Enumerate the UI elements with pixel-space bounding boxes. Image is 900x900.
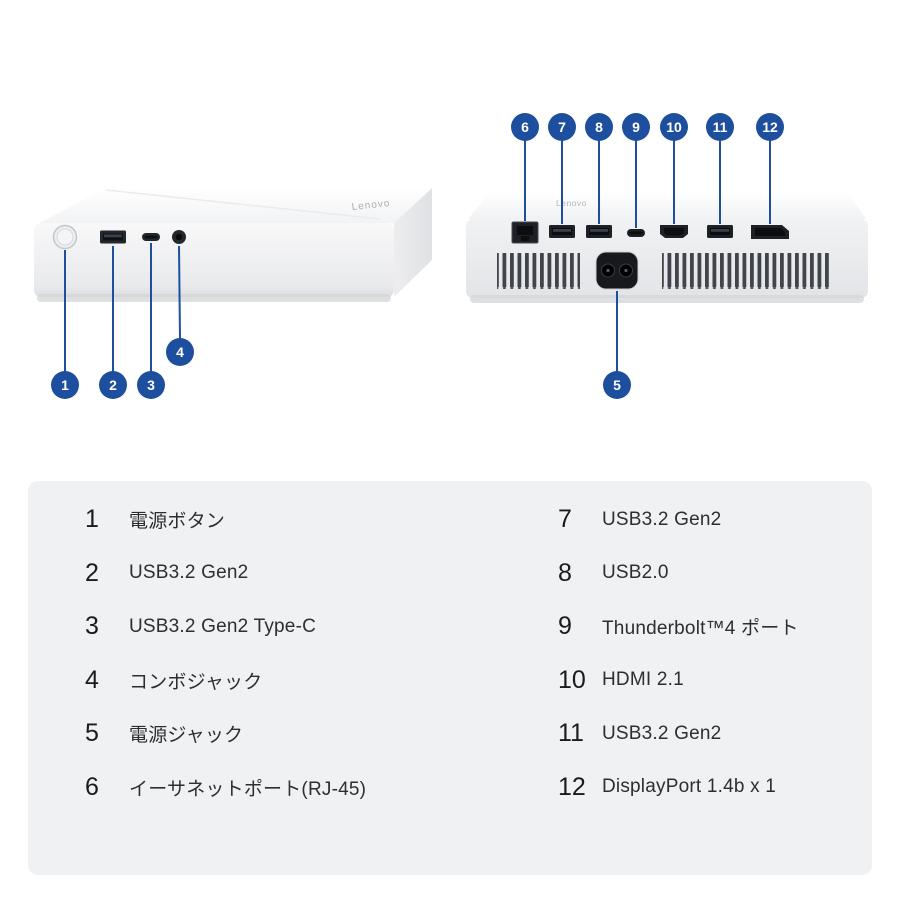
- legend-item-number: 11: [558, 719, 584, 748]
- legend-item-label: USB3.2 Gen2 Type-C: [129, 615, 317, 637]
- usb-c-port-front-slot: [144, 235, 158, 239]
- legend-column-right: 7 USB3.2 Gen2 8 USB2.0 9 Thunderbolt™4 ポ…: [450, 493, 872, 875]
- legend-panel: 1 電源ボタン 2 USB3.2 Gen2 3 USB3.2 Gen2 Type…: [28, 481, 872, 875]
- legend-item-number: 1: [85, 505, 99, 534]
- legend-item-number: 5: [85, 719, 99, 748]
- legend-item-number: 6: [85, 772, 99, 801]
- legend-item-9: 9 Thunderbolt™4 ポート: [558, 600, 872, 654]
- callout-bubble-9: 9: [622, 113, 650, 141]
- legend-item-label: Thunderbolt™4 ポート: [602, 618, 799, 640]
- legend-item-number: 7: [558, 505, 572, 534]
- legend-item-5: 5 電源ジャック: [85, 707, 450, 761]
- legend-item-label: イーサネットポート(RJ-45): [129, 778, 367, 800]
- power-inlet-pin-right: [624, 268, 628, 273]
- vent-grille-left: [497, 253, 580, 289]
- legend-item-number: 4: [85, 665, 99, 694]
- usb-a-port-7-tongue: [553, 229, 571, 232]
- power-inlet-pin-left: [606, 268, 610, 273]
- device-front-face: [34, 223, 394, 297]
- usb-a-port-8-tongue: [590, 229, 608, 232]
- usb-a-port-front-tongue: [104, 234, 122, 238]
- callout-bubble-8: 8: [585, 113, 613, 141]
- legend-item-4: 4 コンボジャック: [85, 654, 450, 708]
- legend-item-11: 11 USB3.2 Gen2: [558, 707, 872, 761]
- callout-bubble-3: 3: [137, 371, 165, 399]
- legend-item-1: 1 電源ボタン: [85, 493, 450, 547]
- brand-logo-front: Lenovo: [351, 198, 391, 213]
- device-side-face: [394, 188, 432, 297]
- displayport-port-slot: [755, 228, 785, 236]
- thunderbolt-port-slot: [629, 231, 643, 235]
- legend-item-label: コンボジャック: [129, 671, 263, 693]
- rear-device-base-shadow: [470, 295, 864, 303]
- callout-bubble-12: 12: [756, 113, 784, 141]
- legend-item-label: DisplayPort 1.4b x 1: [602, 776, 777, 798]
- callout-bubble-11: 11: [706, 113, 734, 141]
- callout-bubble-5: 5: [603, 371, 631, 399]
- brand-logo-rear: Lenovo: [556, 198, 587, 208]
- legend-item-number: 8: [558, 558, 572, 587]
- callout-bubble-10: 10: [660, 113, 688, 141]
- top-seam-line: [105, 189, 381, 220]
- legend-item-label: USB3.2 Gen2: [129, 562, 249, 584]
- legend-item-number: 10: [558, 665, 586, 694]
- device-top-face: [36, 188, 432, 225]
- rear-view-device: Lenovo: [466, 192, 868, 303]
- power-button-inner: [56, 228, 74, 246]
- legend-item-3: 3 USB3.2 Gen2 Type-C: [85, 600, 450, 654]
- legend-item-number: 12: [558, 772, 586, 801]
- legend-item-label: HDMI 2.1: [602, 669, 684, 691]
- callout-bubble-2: 2: [99, 371, 127, 399]
- device-base-shadow: [37, 294, 391, 302]
- ethernet-port-slot: [517, 226, 533, 235]
- callout-bubble-4: 4: [166, 338, 194, 366]
- hdmi-port-slot: [664, 228, 684, 236]
- front-view-device: Lenovo: [34, 188, 432, 302]
- legend-item-number: 9: [558, 612, 572, 641]
- callout-bubble-7: 7: [548, 113, 576, 141]
- legend-item-number: 2: [85, 558, 99, 587]
- legend-item-2: 2 USB3.2 Gen2: [85, 547, 450, 601]
- legend-item-label: USB3.2 Gen2: [602, 508, 722, 530]
- leader-line-4: [178, 245, 181, 340]
- rear-device-top-face: [468, 192, 866, 219]
- callout-leader-lines: [64, 140, 771, 372]
- callout-bubble-1: 1: [51, 371, 79, 399]
- legend-item-12: 12 DisplayPort 1.4b x 1: [558, 761, 872, 815]
- legend-item-8: 8 USB2.0: [558, 547, 872, 601]
- audio-combo-jack-hole: [175, 233, 183, 241]
- legend-item-10: 10 HDMI 2.1: [558, 654, 872, 708]
- legend-item-label: USB2.0: [602, 562, 669, 584]
- vent-grille-right: [662, 253, 832, 289]
- callout-bubble-6: 6: [511, 113, 539, 141]
- ethernet-port-clip: [521, 236, 529, 241]
- legend-item-label: USB3.2 Gen2: [602, 722, 722, 744]
- devices-illustration: Lenovo Lenovo: [34, 140, 868, 372]
- legend-item-6: 6 イーサネットポート(RJ-45): [85, 761, 450, 815]
- legend-item-number: 3: [85, 612, 99, 641]
- legend-item-label: 電源ジャック: [129, 725, 244, 747]
- power-inlet: [595, 251, 639, 290]
- legend-item-7: 7 USB3.2 Gen2: [558, 493, 872, 547]
- legend-item-label: 電源ボタン: [129, 511, 226, 533]
- legend-column-left: 1 電源ボタン 2 USB3.2 Gen2 3 USB3.2 Gen2 Type…: [28, 493, 450, 875]
- usb-a-port-11-tongue: [711, 229, 729, 232]
